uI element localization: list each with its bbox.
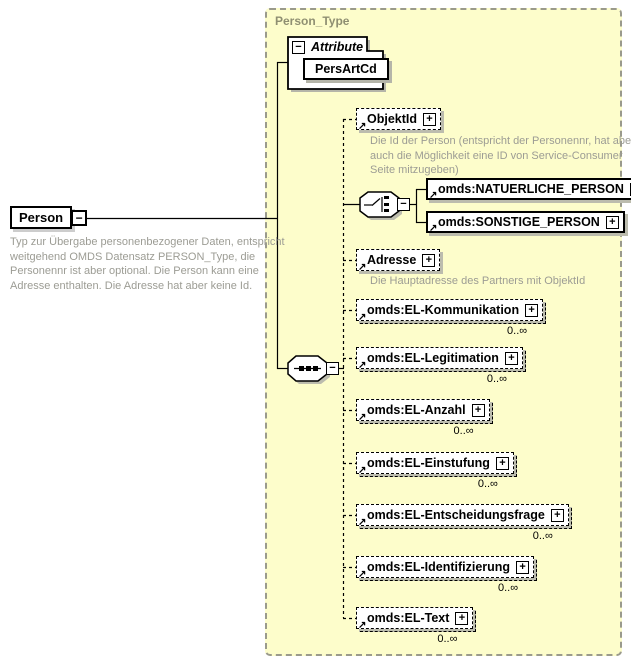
- element-el-kommunikation[interactable]: ↗ omds:EL-Kommunikation + 0..∞: [356, 299, 547, 337]
- element-label: omds:SONSTIGE_PERSON: [438, 215, 600, 229]
- element-label: ObjektId: [367, 112, 418, 126]
- choice-icon: [359, 191, 402, 220]
- element-el-legitimation[interactable]: ↗ omds:EL-Legitimation + 0..∞: [356, 347, 526, 385]
- objektid-annotation: Die Id der Person (entspricht der Person…: [370, 135, 631, 176]
- complextype-container: Person_Type: [265, 8, 622, 656]
- reference-arrow-icon: ↗: [429, 223, 438, 234]
- occurrence-label: 0..∞: [532, 530, 553, 542]
- expand-button[interactable]: +: [504, 351, 518, 365]
- occurrence-label: 0..∞: [437, 633, 458, 645]
- reference-arrow-icon: ↗: [358, 620, 367, 631]
- element-label: omds:EL-Entscheidungsfrage: [367, 508, 545, 522]
- adresse-annotation: Die Hauptadresse des Partners mit Objekt…: [370, 275, 586, 287]
- occurrence-label: 0..∞: [486, 373, 507, 385]
- sequence-icon: [287, 355, 330, 384]
- element-label: omds:EL-Text: [367, 611, 450, 625]
- collapse-button[interactable]: −: [71, 209, 88, 226]
- expand-button[interactable]: +: [455, 611, 469, 625]
- element-label: omds:EL-Legitimation: [367, 351, 499, 365]
- element-el-text[interactable]: ↗ omds:EL-Text + 0..∞: [356, 607, 477, 645]
- attribute-section-label: Attribute: [311, 40, 364, 54]
- reference-arrow-icon: ↗: [358, 312, 367, 323]
- element-label: omds:EL-Identifizierung: [367, 560, 511, 574]
- reference-arrow-icon: ↗: [358, 412, 367, 423]
- expand-button[interactable]: +: [525, 303, 539, 317]
- reference-arrow-icon: ↗: [358, 517, 367, 528]
- element-el-entscheidungsfrage[interactable]: ↗ omds:EL-Entscheidungsfrage + 0..∞: [356, 504, 572, 542]
- occurrence-label: 0..∞: [497, 582, 519, 594]
- reference-arrow-icon: ↗: [358, 465, 367, 476]
- complextype-title: Person_Type: [275, 14, 350, 28]
- expand-button[interactable]: +: [423, 112, 437, 126]
- element-natuerliche-person[interactable]: ↗ omds:NATUERLICHE_PERSON +: [426, 178, 631, 201]
- element-el-einstufung[interactable]: ↗ omds:EL-Einstufung + 0..∞: [356, 452, 517, 490]
- reference-arrow-icon: ↗: [429, 190, 438, 201]
- expand-button[interactable]: +: [471, 403, 485, 417]
- sequence-collapse-button[interactable]: −: [326, 362, 339, 375]
- reference-arrow-icon: ↗: [358, 569, 367, 580]
- element-label: omds:EL-Kommunikation: [367, 303, 520, 317]
- person-annotation: Typ zur Übergabe personenbezogener Daten…: [10, 236, 285, 292]
- element-label: omds:NATUERLICHE_PERSON: [438, 182, 624, 196]
- reference-arrow-icon: ↗: [358, 360, 367, 371]
- element-el-identifizierung[interactable]: ↗ omds:EL-Identifizierung + 0..∞: [356, 556, 538, 594]
- expand-button[interactable]: +: [495, 456, 509, 470]
- reference-arrow-icon: ↗: [358, 262, 367, 273]
- element-objektid[interactable]: ↗ ObjektId +: [356, 108, 442, 132]
- element-person-label[interactable]: Person: [10, 206, 73, 229]
- attribute-persartcd[interactable]: PersArtCd: [303, 58, 389, 80]
- element-sonstige-person[interactable]: ↗ omds:SONSTIGE_PERSON +: [426, 211, 625, 234]
- occurrence-label: 0..∞: [507, 325, 528, 337]
- expand-button[interactable]: +: [629, 182, 631, 196]
- element-person[interactable]: Person −: [10, 206, 88, 229]
- element-adresse[interactable]: ↗ Adresse +: [356, 249, 441, 273]
- occurrence-label: 0..∞: [453, 425, 474, 437]
- expand-button[interactable]: +: [605, 215, 619, 229]
- attribute-collapse-button[interactable]: −: [292, 41, 305, 54]
- expand-button[interactable]: +: [516, 560, 530, 574]
- element-label: omds:EL-Anzahl: [367, 403, 466, 417]
- expand-button[interactable]: +: [550, 508, 564, 522]
- choice-collapse-button[interactable]: −: [397, 198, 410, 211]
- expand-button[interactable]: +: [422, 253, 436, 267]
- element-label: Adresse: [367, 253, 417, 267]
- occurrence-label: 0..∞: [477, 478, 498, 490]
- element-label: omds:EL-Einstufung: [367, 456, 490, 470]
- attribute-persartcd-label[interactable]: PersArtCd: [303, 58, 389, 80]
- reference-arrow-icon: ↗: [358, 121, 367, 132]
- element-el-anzahl[interactable]: ↗ omds:EL-Anzahl + 0..∞: [356, 399, 493, 437]
